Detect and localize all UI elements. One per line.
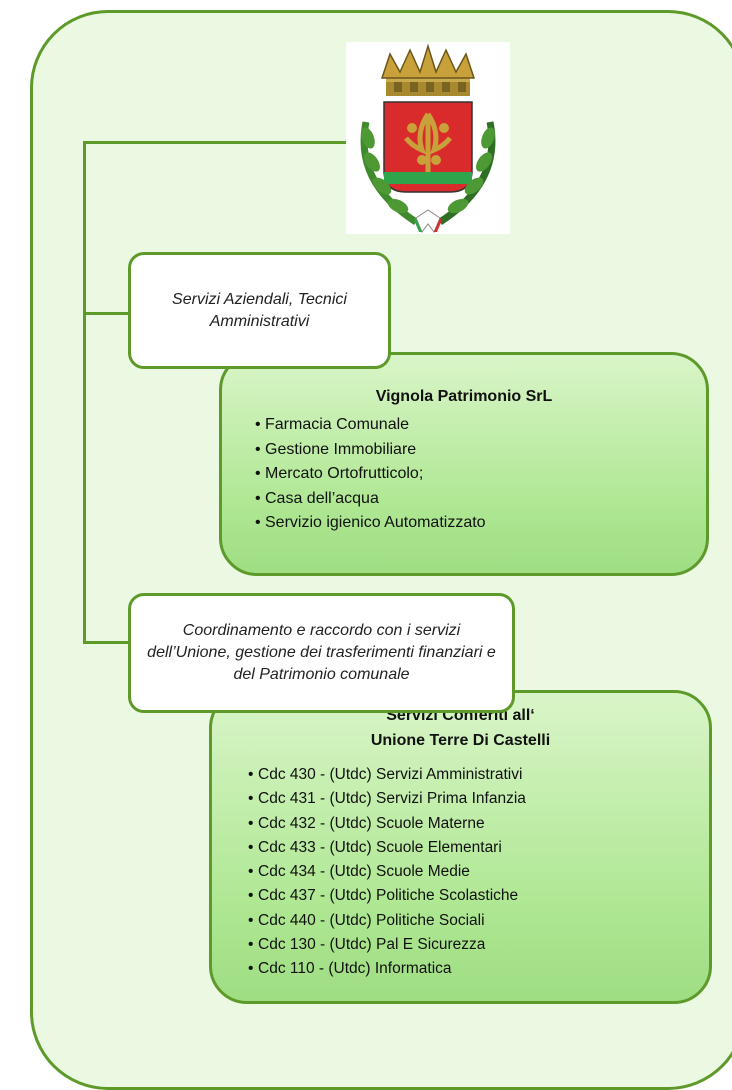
label-servizi-aziendali: Servizi Aziendali, Tecnici Amministrativ… [128,252,391,369]
list-item: •Cdc 437 - (Utdc) Politiche Scolastiche [248,887,519,905]
list-item: •Cdc 130 - (Utdc) Pal E Sicurezza [248,936,486,954]
connector-to-crest [83,141,378,144]
label-servizi-aziendali-text: Servizi Aziendali, Tecnici Amministrativ… [172,290,347,330]
box-vignola-patrimonio-list: •Farmacia Comunale •Gestione Immobiliare… [255,413,486,536]
list-item: •Cdc 432 - (Utdc) Scuole Materne [248,814,485,832]
coat-of-arms-icon [346,42,510,234]
connector-vertical [83,141,86,644]
label-coordinamento-text: Coordinamento e raccordo con i servizi d… [147,622,496,683]
connector-to-label-1 [83,312,133,315]
box-servizi-conferiti: Servizi Conferiti all‘ Unione Terre Di C… [209,690,712,1004]
list-item: •Cdc 110 - (Utdc) Informatica [248,960,452,978]
list-item: •Mercato Ortofrutticolo; [255,465,424,482]
list-item: •Gestione Immobiliare [255,440,417,458]
list-item: •Casa dell’acqua [255,489,379,507]
list-item: •Cdc 430 - (Utdc) Servizi Amministrativi [248,766,523,783]
box-servizi-conferiti-list: •Cdc 430 - (Utdc) Servizi Amministrativi… [248,763,526,982]
box-vignola-patrimonio: Vignola Patrimonio SrL •Farmacia Comunal… [219,352,709,576]
label-coordinamento: Coordinamento e raccordo con i servizi d… [128,593,515,713]
connector-to-label-2 [83,641,133,644]
box-servizi-conferiti-title-line-2: Unione Terre Di Castelli [370,732,551,749]
box-vignola-patrimonio-title: Vignola Patrimonio SrL [375,388,553,405]
list-item: •Cdc 433 - (Utdc) Scuole Elementari [248,838,502,856]
list-item: •Cdc 440 - (Utdc) Politiche Sociali [248,911,485,929]
list-item: •Cdc 431 - (Utdc) Servizi Prima Infanzia [248,790,526,808]
list-item: •Cdc 434 - (Utdc) Scuole Medie [248,863,470,881]
list-item: •Farmacia Comunale [255,416,410,433]
list-item: •Servizio igienico Automatizzato [255,514,486,531]
